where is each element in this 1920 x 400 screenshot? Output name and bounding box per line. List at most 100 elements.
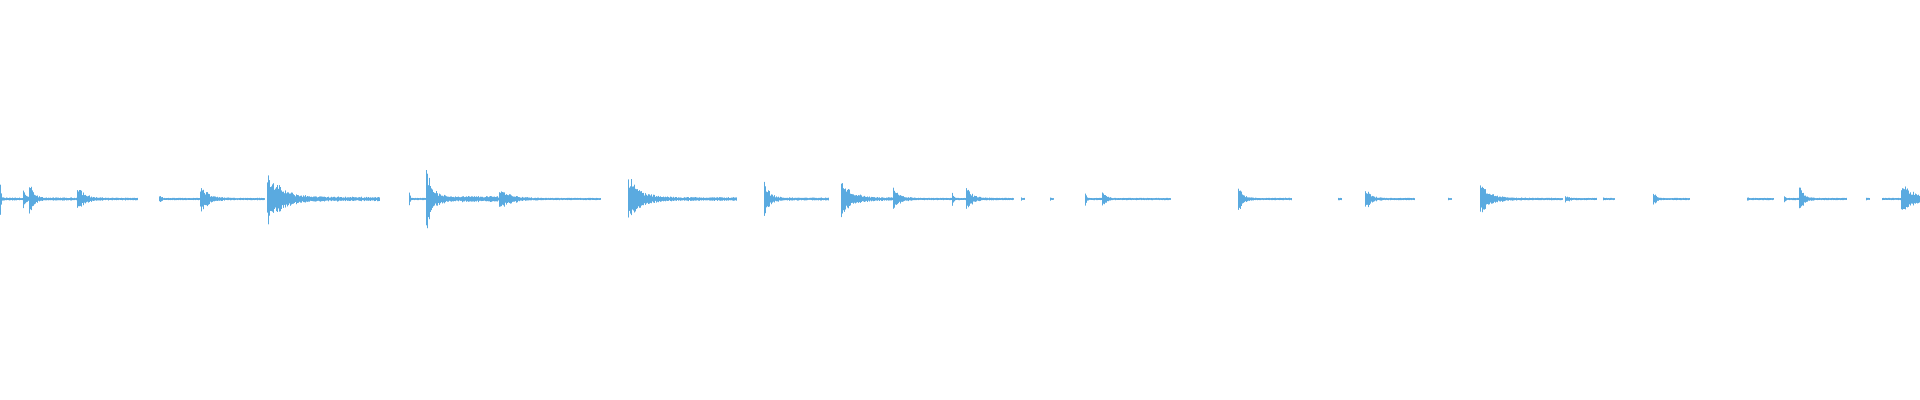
waveform-sample: [1368, 191, 1369, 208]
waveform-sample: [591, 198, 592, 200]
waveform-sample: [490, 196, 491, 202]
waveform-sample: [949, 198, 950, 201]
waveform-sample: [1869, 198, 1870, 200]
waveform-sample: [233, 197, 234, 201]
waveform-sample: [1483, 188, 1484, 210]
waveform-sample: [460, 197, 461, 201]
waveform-sample: [553, 198, 554, 201]
waveform-sample: [345, 196, 346, 202]
waveform-sample: [1772, 198, 1773, 201]
waveform-sample: [1290, 198, 1291, 200]
waveform-sample: [1796, 198, 1797, 200]
waveform-sample: [318, 197, 319, 201]
waveform-segment: [893, 187, 952, 209]
waveform-sample: [251, 198, 252, 201]
waveform-sample: [378, 197, 379, 202]
waveform-sample: [1254, 198, 1255, 200]
waveform-sample: [1124, 198, 1125, 200]
waveform-sample: [790, 197, 791, 201]
waveform-sample: [310, 196, 311, 201]
waveform-sample: [798, 197, 799, 201]
waveform-sample: [917, 198, 918, 200]
waveform-sample: [308, 196, 309, 202]
waveform-sample: [413, 198, 414, 200]
waveform-sample: [346, 197, 347, 201]
waveform-sample: [1584, 198, 1585, 201]
waveform-sample: [53, 197, 54, 201]
waveform-sample: [1002, 197, 1003, 201]
waveform-sample: [270, 187, 271, 211]
waveform-sample: [852, 194, 853, 203]
waveform-sample: [305, 195, 306, 203]
waveform-sample: [780, 196, 781, 201]
waveform-sample: [1284, 198, 1285, 200]
waveform-sample: [62, 197, 63, 201]
waveform-sample: [224, 197, 225, 201]
waveform-sample: [558, 197, 559, 200]
waveform-sample: [1537, 197, 1538, 200]
waveform-sample: [801, 197, 802, 201]
waveform-sample: [321, 196, 322, 202]
waveform-sample: [471, 196, 472, 202]
waveform-sample: [1241, 191, 1242, 206]
waveform-sample: [448, 196, 449, 202]
waveform-sample: [1792, 198, 1793, 201]
waveform-sample: [724, 197, 725, 201]
waveform-sample: [945, 198, 946, 200]
waveform-sample: [677, 197, 678, 200]
waveform-sample: [1890, 198, 1891, 200]
waveform-sample: [330, 197, 331, 201]
waveform-sample: [211, 196, 212, 203]
waveform-sample: [304, 196, 305, 203]
waveform-sample: [472, 196, 473, 202]
waveform-sample: [731, 197, 732, 201]
waveform-sample: [482, 196, 483, 201]
waveform-sample: [980, 196, 981, 201]
waveform-sample: [700, 197, 701, 201]
waveform-sample: [1791, 198, 1792, 200]
waveform-sample: [1800, 187, 1801, 208]
waveform-sample: [809, 197, 810, 200]
waveform-sample: [1814, 197, 1815, 201]
waveform-sample: [23, 190, 24, 209]
waveform-segment: [1882, 197, 1901, 201]
waveform-sample: [90, 197, 91, 201]
waveform-sample: [704, 197, 705, 201]
waveform-sample: [1249, 197, 1250, 201]
waveform-sample: [644, 195, 645, 204]
waveform-sample: [316, 196, 317, 202]
waveform-sample: [232, 197, 233, 200]
waveform-sample: [315, 196, 316, 202]
waveform-sample: [1132, 198, 1133, 200]
waveform-sample: [1276, 198, 1277, 200]
waveform-sample: [1243, 195, 1244, 203]
waveform-sample: [1613, 198, 1614, 201]
waveform-sample: [169, 198, 170, 200]
waveform-sample: [1517, 198, 1518, 201]
waveform-sample: [1579, 198, 1580, 200]
waveform-sample: [179, 197, 180, 200]
waveform-sample: [846, 191, 847, 206]
waveform-sample: [1668, 198, 1669, 200]
waveform-sample: [1109, 197, 1110, 201]
waveform-sample: [185, 197, 186, 201]
waveform-sample: [1614, 198, 1615, 200]
waveform-sample: [1912, 194, 1913, 204]
waveform-sample: [1385, 198, 1386, 201]
waveform-sample: [1151, 198, 1152, 201]
waveform-sample: [1603, 197, 1604, 201]
waveform-sample: [961, 198, 962, 200]
waveform-sample: [64, 197, 65, 201]
waveform-sample: [1667, 198, 1668, 200]
waveform-sample: [585, 198, 586, 201]
waveform-sample: [362, 197, 363, 201]
waveform-sample: [652, 196, 653, 202]
waveform-sample: [81, 190, 82, 207]
waveform-sample: [957, 197, 958, 200]
waveform-sample: [723, 197, 724, 201]
waveform-sample: [828, 197, 829, 201]
waveform-sample: [796, 197, 797, 201]
waveform-sample: [1248, 197, 1249, 201]
